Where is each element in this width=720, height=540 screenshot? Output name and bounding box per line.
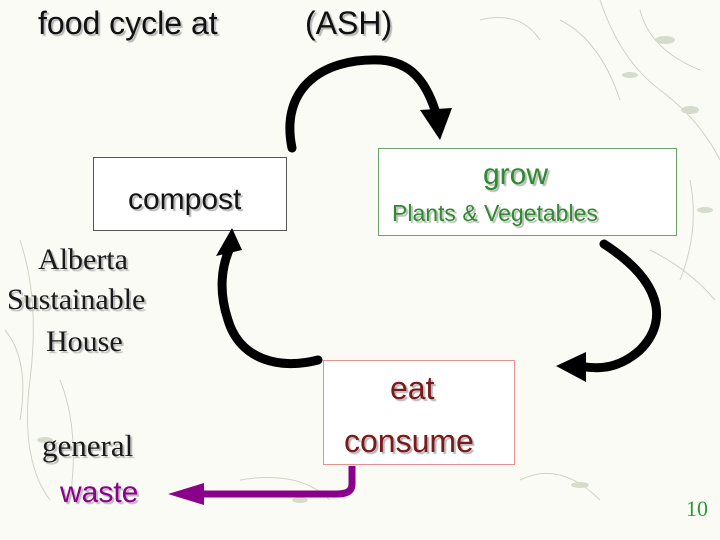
house-label-line3: House bbox=[46, 325, 123, 358]
arrow-compost-to-grow bbox=[285, 55, 440, 153]
general-label: general bbox=[42, 428, 134, 463]
eat-label: eat bbox=[390, 370, 435, 406]
grow-box bbox=[378, 148, 677, 236]
arrowhead-compost bbox=[216, 228, 242, 256]
grow-subtitle: Plants & Vegetables bbox=[392, 200, 598, 226]
page-number: 10 bbox=[686, 496, 708, 521]
title-ash: (ASH) bbox=[305, 5, 393, 41]
arrow-eat-to-compost bbox=[217, 243, 323, 369]
arrowhead-eat bbox=[556, 352, 586, 382]
title-text: food cycle at bbox=[38, 5, 218, 41]
consume-label: consume bbox=[344, 423, 474, 459]
eat-box bbox=[323, 360, 515, 465]
waste-label: waste bbox=[60, 476, 139, 509]
arrow-eat-to-waste bbox=[200, 466, 356, 498]
house-label-line2: Sustainable bbox=[7, 283, 146, 316]
house-label-line1: Alberta bbox=[38, 243, 128, 276]
compost-label: compost bbox=[128, 183, 242, 216]
compost-box bbox=[93, 157, 287, 231]
arrowhead-grow bbox=[420, 108, 452, 140]
grow-label: grow bbox=[483, 158, 549, 191]
arrow-grow-to-eat bbox=[575, 239, 662, 373]
arrowhead-waste bbox=[168, 483, 204, 505]
